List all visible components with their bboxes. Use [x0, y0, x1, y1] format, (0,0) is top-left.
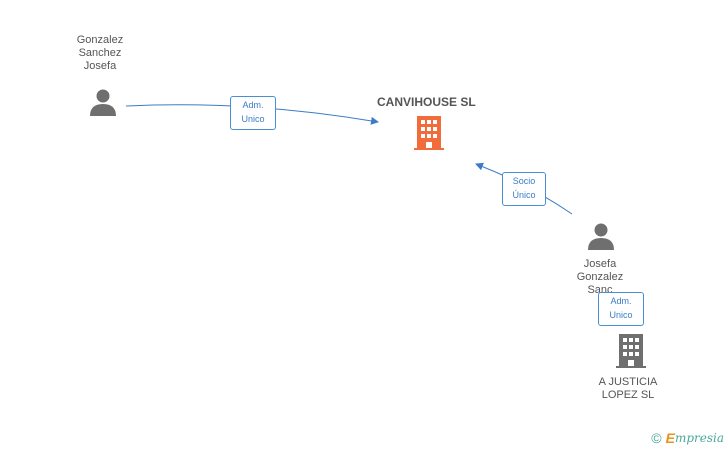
person-name-gonzalez-sanchez-josefa[interactable]: Gonzalez Sanchez Josefa [76, 34, 124, 72]
brand-logo-initial: E [665, 430, 675, 446]
building-icon-center[interactable] [414, 116, 444, 150]
brand-logo-text: mpresia [674, 431, 724, 445]
person-icon[interactable] [586, 222, 616, 252]
copyright-icon: © [651, 430, 662, 446]
building-icon[interactable] [616, 334, 646, 368]
role-badge-socio-unico: Socio Único [502, 172, 546, 206]
role-badge-adm-unico: Adm. Unico [230, 96, 276, 130]
footer-brand: © E mpresia [651, 430, 724, 446]
company-name-canvihouse[interactable]: CANVIHOUSE SL [377, 95, 476, 109]
person-icon[interactable] [88, 88, 118, 118]
role-badge-adm-unico: Adm. Unico [598, 292, 644, 326]
company-name-a-justicia-lopez[interactable]: A JUSTICIA LOPEZ SL [598, 376, 658, 401]
